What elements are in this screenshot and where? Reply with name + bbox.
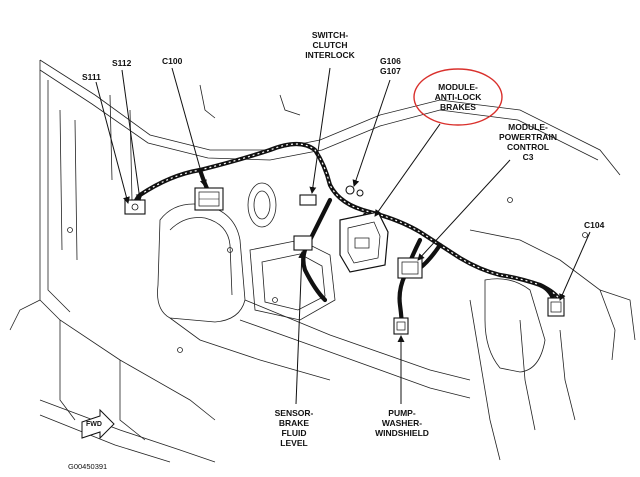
leader-pcm-c3 xyxy=(417,159,511,261)
label-sensor-line-2: BRAKE xyxy=(278,418,310,428)
label-ground-block: G106 G107 xyxy=(380,56,401,76)
component-pcm-connector-c3 xyxy=(397,257,423,279)
component-ground-g106-g107 xyxy=(345,185,364,197)
label-s111: S111 xyxy=(82,72,101,82)
label-pump-line-2: WASHER- xyxy=(381,418,423,428)
label-switch-clutch-line-3: INTERLOCK xyxy=(305,50,355,60)
label-sensor-line-3: FLUID xyxy=(281,428,307,438)
label-module-pcm-line-1: MODULE- xyxy=(508,122,548,132)
leader-brake-sensor xyxy=(295,251,306,405)
label-module-pcm-line-3: CONTROL xyxy=(506,142,550,152)
leader-abs-module xyxy=(374,123,441,217)
label-s112: S112 xyxy=(112,58,132,68)
label-module-pcm-line-2: POWERTRAIN xyxy=(498,132,558,142)
leader-ground xyxy=(352,79,391,187)
figure-id: G00450391 xyxy=(68,462,108,471)
label-pump-line-1: PUMP- xyxy=(388,408,416,418)
label-module-abs-line-3: BRAKES xyxy=(440,102,476,112)
label-module-pcm-line-4: C3 xyxy=(522,152,534,162)
label-sensor-line-1: SENSOR- xyxy=(274,408,314,418)
component-abs-module xyxy=(339,211,389,273)
leader-lines xyxy=(95,67,591,405)
label-switch-clutch-line-2: CLUTCH xyxy=(312,40,348,50)
leader-c104 xyxy=(559,231,591,301)
label-c104: C104 xyxy=(584,220,605,230)
label-pump-washer-windshield: PUMP- WASHER- WINDSHIELD xyxy=(366,408,438,438)
leader-s112 xyxy=(121,69,143,201)
label-switch-clutch-interlock: SWITCH- CLUTCH INTERLOCK xyxy=(298,30,362,60)
component-clutch-switch xyxy=(299,194,317,206)
label-module-abs-line-1: MODULE- xyxy=(438,82,478,92)
component-splice-s111-s112 xyxy=(124,199,146,215)
leader-s111 xyxy=(95,81,130,204)
label-g107: G107 xyxy=(380,66,401,76)
label-sensor-brake-fluid-level: SENSOR- BRAKE FLUID LEVEL xyxy=(262,408,326,448)
label-module-powertrain-control: MODULE- POWERTRAIN CONTROL C3 xyxy=(480,122,576,162)
component-washer-pump xyxy=(393,317,409,335)
highlight-circle-abs-label xyxy=(413,68,503,126)
forward-arrow-badge xyxy=(81,408,115,440)
vehicle-body-outline xyxy=(9,59,636,463)
label-module-anti-lock-brakes: MODULE- ANTI-LOCK BRAKES xyxy=(426,82,490,112)
component-brake-fluid-sensor xyxy=(293,235,313,251)
label-pump-line-3: WINDSHIELD xyxy=(375,428,429,438)
label-sensor-line-4: LEVEL xyxy=(280,438,308,448)
component-c100-connector xyxy=(194,187,224,211)
label-fwd: FWD xyxy=(86,421,102,428)
label-g106: G106 xyxy=(380,56,401,66)
label-c100: C100 xyxy=(162,56,183,66)
leader-c100 xyxy=(171,67,207,187)
label-switch-clutch-line-1: SWITCH- xyxy=(311,30,349,40)
component-c104-connector xyxy=(547,297,565,317)
leader-clutch-switch xyxy=(309,67,331,194)
label-module-abs-line-2: ANTI-LOCK xyxy=(434,92,482,102)
